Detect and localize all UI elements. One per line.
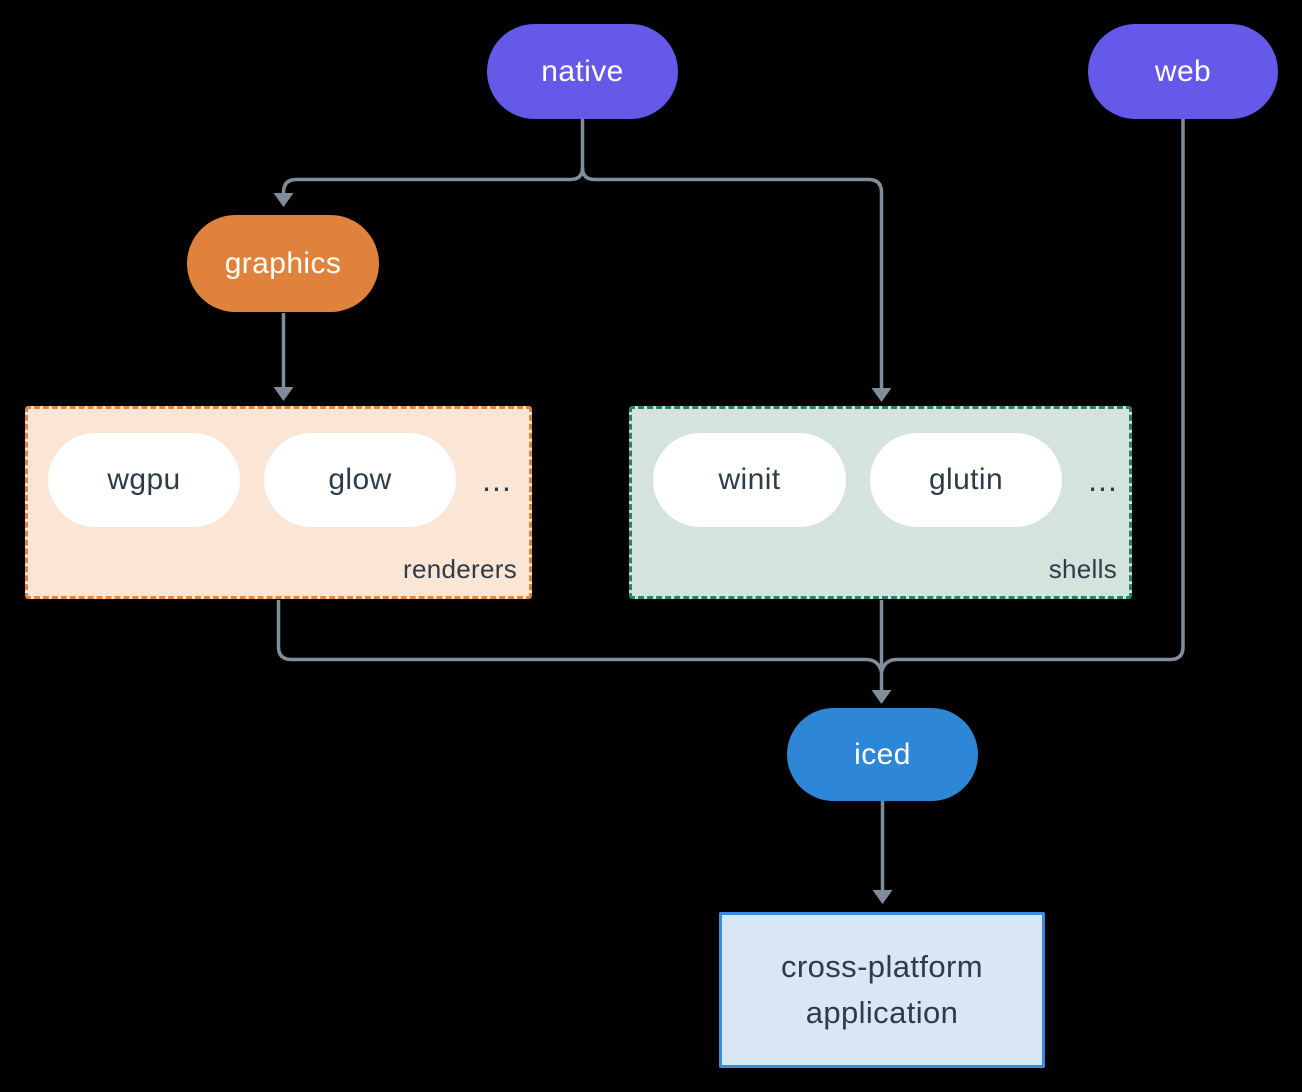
app-label-line2: application xyxy=(805,995,959,1030)
pill-winit-label: winit xyxy=(718,463,781,496)
connector-native-to-shells xyxy=(580,167,884,389)
node-native-label: native xyxy=(541,54,624,88)
arrowhead-into-iced xyxy=(871,690,892,704)
arrowhead-into-shells xyxy=(871,388,892,402)
node-graphics-label: graphics xyxy=(224,246,342,280)
group-renderers: wgpu glow ... renderers xyxy=(25,406,532,599)
pill-glow: glow xyxy=(264,433,456,527)
shells-group-label: shells xyxy=(1048,554,1117,584)
pill-wgpu-label: wgpu xyxy=(107,463,181,496)
group-shells: winit glutin ... shells xyxy=(629,406,1132,599)
shells-ellipsis: ... xyxy=(1088,461,1118,498)
arrowhead-into-renderers xyxy=(273,387,294,401)
node-iced-label: iced xyxy=(854,737,911,771)
node-graphics: graphics xyxy=(187,215,379,312)
connector-native-to-graphics xyxy=(281,119,585,194)
renderers-group-label: renderers xyxy=(403,554,517,584)
arrowhead-into-app xyxy=(872,890,893,904)
node-cross-platform-application: cross-platform application xyxy=(719,912,1045,1068)
pill-glutin-label: glutin xyxy=(928,463,1004,496)
pill-winit: winit xyxy=(653,433,846,527)
node-web: web xyxy=(1088,24,1278,119)
node-web-label: web xyxy=(1154,54,1212,88)
connector-renderers-to-merge xyxy=(276,600,884,673)
node-native: native xyxy=(487,24,678,119)
pill-wgpu: wgpu xyxy=(48,433,240,527)
connector-web-to-merge xyxy=(879,119,1185,673)
node-iced: iced xyxy=(787,708,978,801)
pill-glutin: glutin xyxy=(870,433,1062,527)
renderers-ellipsis: ... xyxy=(482,461,512,498)
arrowhead-into-graphics xyxy=(273,193,294,207)
app-label-line1: cross-platform xyxy=(781,949,983,984)
pill-glow-label: glow xyxy=(328,463,392,496)
